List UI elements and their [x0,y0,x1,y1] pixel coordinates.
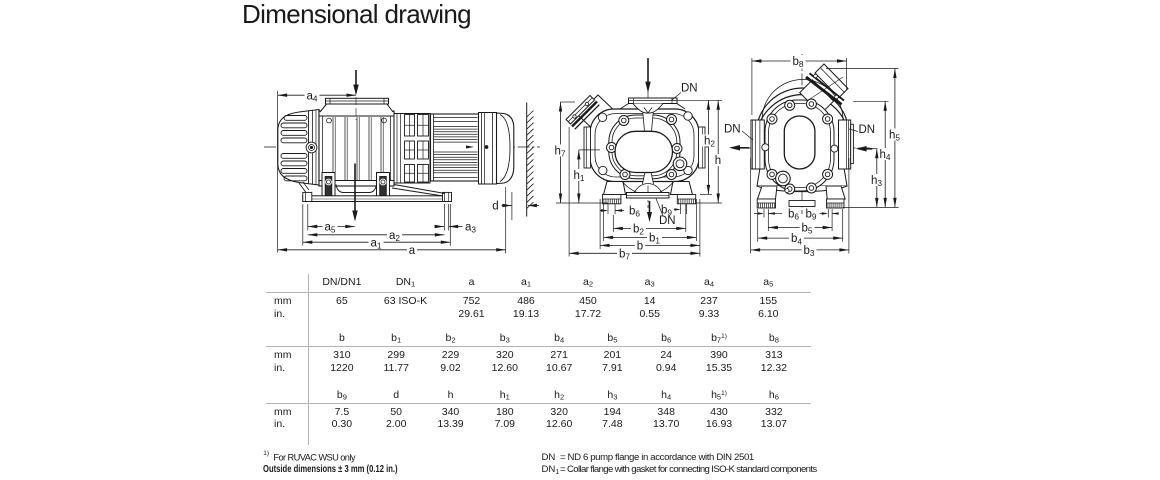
svg-text:h7: h7 [555,146,566,159]
svg-text:b8: b8 [793,56,804,69]
svg-text:DN: DN [681,83,698,95]
svg-text:b7: b7 [619,248,630,261]
svg-text:b9: b9 [806,209,817,222]
svg-text:DN: DN [724,124,741,136]
svg-text:h2: h2 [704,136,715,149]
svg-text:a5: a5 [325,222,336,235]
svg-text:a1: a1 [371,237,382,250]
svg-text:b5: b5 [802,223,813,236]
svg-text:b9: b9 [661,205,672,218]
svg-text:h4: h4 [880,149,891,162]
svg-text:h5: h5 [889,130,900,143]
svg-text:h: h [715,155,721,167]
svg-text:b4: b4 [791,233,802,246]
svg-text:d: d [492,201,498,213]
svg-text:a4: a4 [307,90,318,103]
svg-text:b: b [637,241,643,253]
svg-text:b1: b1 [649,233,660,246]
svg-text:a2: a2 [389,230,400,243]
svg-text:DN: DN [659,215,676,227]
svg-text:h3: h3 [871,175,882,188]
svg-text:b3: b3 [804,245,815,258]
svg-text:h1: h1 [574,170,585,183]
svg-text:DN: DN [859,124,876,136]
svg-text:a: a [409,245,416,257]
svg-text:b2: b2 [633,224,644,237]
svg-text:b6: b6 [629,206,640,219]
svg-text:b6: b6 [788,209,799,222]
svg-text:a3: a3 [465,222,476,235]
